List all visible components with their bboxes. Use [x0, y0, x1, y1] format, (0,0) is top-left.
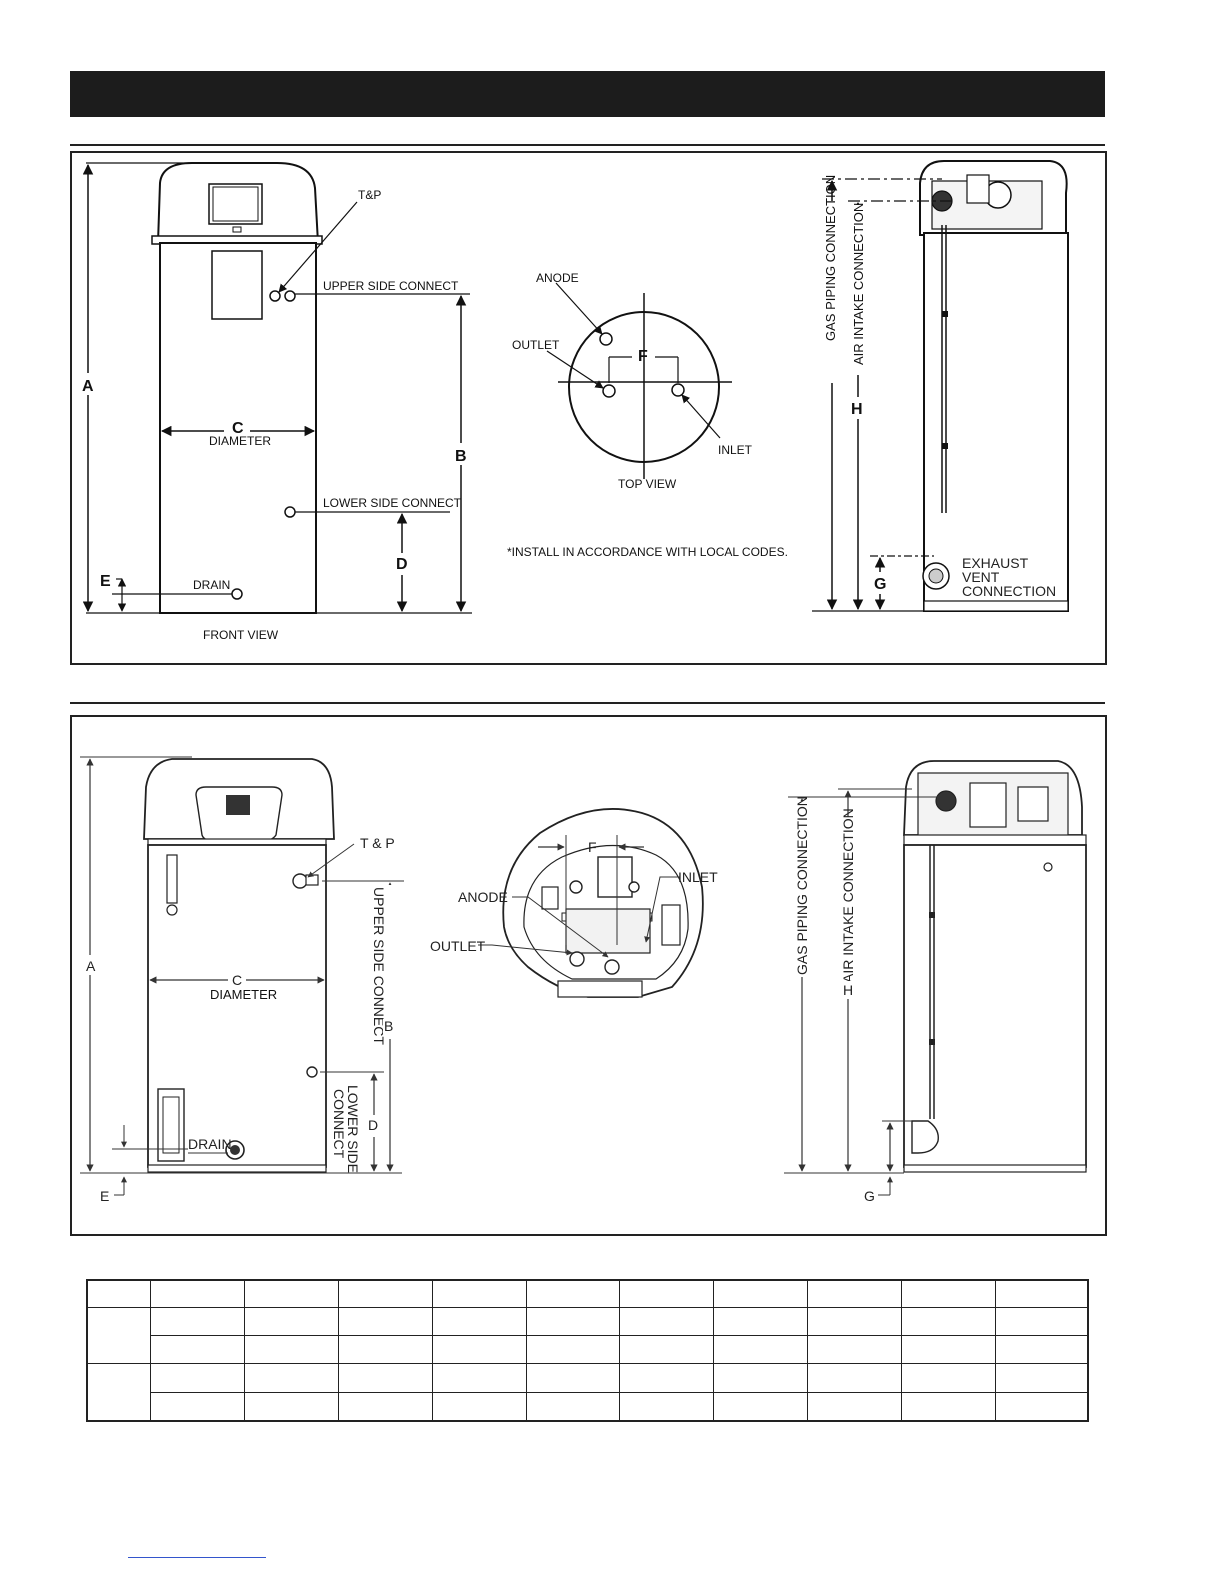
table-header-row	[86, 1279, 1089, 1308]
upper-side-fitting	[284, 290, 296, 302]
section-header-bar	[70, 71, 1105, 117]
dimension-f-label: F	[638, 348, 648, 365]
side-view: GAS PIPING CONNECTION AIR INTAKE CONNECT…	[812, 160, 1069, 612]
exhaust-vent-label-line1: EXHAUST	[962, 555, 1029, 571]
outlet-port	[602, 384, 616, 398]
side-tank-jacket-2	[903, 844, 1087, 1168]
table-row	[87, 1391, 1089, 1422]
anode-port	[599, 332, 613, 346]
table-row	[87, 1334, 1089, 1364]
outlet-label-2: OUTLET	[430, 938, 486, 954]
side-tank-jacket	[923, 232, 1069, 612]
figure-1-panel: A C DIAMETER T&P UPPER SIDE CONNECT B LO…	[70, 151, 1107, 665]
figure-2-panel: A C DIAMETER T & P UPPER SIDE CONNECT B …	[70, 715, 1107, 1236]
outlet-label: OUTLET	[512, 338, 560, 352]
dimension-c-label-2: C	[232, 972, 242, 988]
exhaust-vent-label-line2: VENT	[962, 569, 1000, 585]
install-note: *INSTALL IN ACCORDANCE WITH LOCAL CODES.	[507, 545, 788, 559]
anode-port-2	[604, 959, 620, 975]
dimension-g-label-2: G	[864, 1188, 875, 1204]
tp-valve-fitting	[269, 290, 281, 302]
diameter-label-2: DIAMETER	[210, 987, 277, 1002]
outlet-port-2	[569, 951, 585, 967]
dimensions-table	[86, 1279, 1089, 1422]
inlet-fitting-2	[661, 904, 681, 946]
front-view: A C DIAMETER T&P UPPER SIDE CONNECT B LO…	[80, 162, 472, 642]
section-rule-top	[70, 144, 1105, 146]
dimension-a-label-2: A	[86, 958, 96, 974]
tp-label: T&P	[358, 188, 381, 202]
lower-side-connect-label: LOWER SIDE CONNECT	[323, 496, 462, 510]
dimension-b-label-2: B	[384, 1018, 393, 1034]
lower-side-fitting-2	[306, 1066, 318, 1078]
upper-side-connect-label: UPPER SIDE CONNECT	[323, 279, 459, 293]
footer-link-underline	[128, 1557, 266, 1558]
top-view-2: F INLET ANODE OUTLET	[430, 808, 718, 998]
dimension-e-label: E	[100, 573, 111, 590]
side-view-2: GAS PIPING CONNECTION AIR INTAKE CONNECT…	[784, 760, 1087, 1204]
table-row	[86, 1306, 1089, 1364]
tp-valve-fitting-2	[292, 873, 308, 889]
tp-label-2: T & P	[360, 835, 395, 851]
upper-side-connect-label-2: UPPER SIDE CONNECT	[371, 887, 387, 1045]
dimension-g-label: G	[874, 576, 886, 593]
exhaust-vent-2	[911, 1120, 939, 1154]
air-intake-label-2: AIR INTAKE CONNECTION	[840, 808, 856, 983]
figure-1-diagram: A C DIAMETER T&P UPPER SIDE CONNECT B LO…	[80, 160, 1069, 642]
figure-2-diagram: A C DIAMETER T & P UPPER SIDE CONNECT B …	[80, 756, 1087, 1204]
table-row	[86, 1362, 1089, 1422]
top-view-caption: TOP VIEW	[618, 477, 677, 491]
diameter-label: DIAMETER	[209, 434, 271, 448]
lower-side-fitting	[284, 506, 296, 518]
inlet-port	[671, 383, 685, 397]
section-rule-bottom	[70, 702, 1105, 704]
vent-box	[211, 250, 263, 320]
dimension-a-label: A	[82, 378, 94, 395]
lower-side-label-line1: LOWER SIDE	[345, 1085, 361, 1173]
dimension-c-label: C	[232, 420, 244, 437]
top-view: F ANODE OUTLET INLET TOP VIEW *INSTALL I…	[507, 271, 788, 559]
dimension-f-label-2: F	[588, 839, 597, 855]
drain-label: DRAIN	[193, 578, 230, 592]
drain-label-2: DRAIN	[188, 1136, 232, 1152]
drain-fitting	[231, 588, 243, 600]
dimension-b-label: B	[455, 448, 467, 465]
anode-label: ANODE	[536, 271, 579, 285]
anode-label-2: ANODE	[458, 889, 508, 905]
front-view-2: A C DIAMETER T & P UPPER SIDE CONNECT B …	[80, 756, 404, 1204]
inlet-label: INLET	[718, 443, 753, 457]
dimension-d-label: D	[396, 556, 408, 573]
dimension-e-label-2: E	[100, 1188, 109, 1204]
gas-piping-label-2: GAS PIPING CONNECTION	[794, 796, 810, 975]
dimension-h-label-2: H	[843, 982, 853, 998]
gas-piping-label: GAS PIPING CONNECTION	[823, 175, 838, 341]
dimension-h-label: H	[851, 401, 863, 418]
lower-side-label-line2: CONNECT	[331, 1089, 347, 1159]
dimension-d-label-2: D	[368, 1117, 378, 1133]
air-intake-label: AIR INTAKE CONNECTION	[851, 203, 866, 365]
control-panel	[208, 183, 263, 225]
burner-housing-2	[597, 856, 633, 898]
inlet-label-2: INLET	[678, 869, 718, 885]
front-view-caption: FRONT VIEW	[203, 628, 279, 642]
exhaust-vent-label-line3: CONNECTION	[962, 583, 1056, 599]
